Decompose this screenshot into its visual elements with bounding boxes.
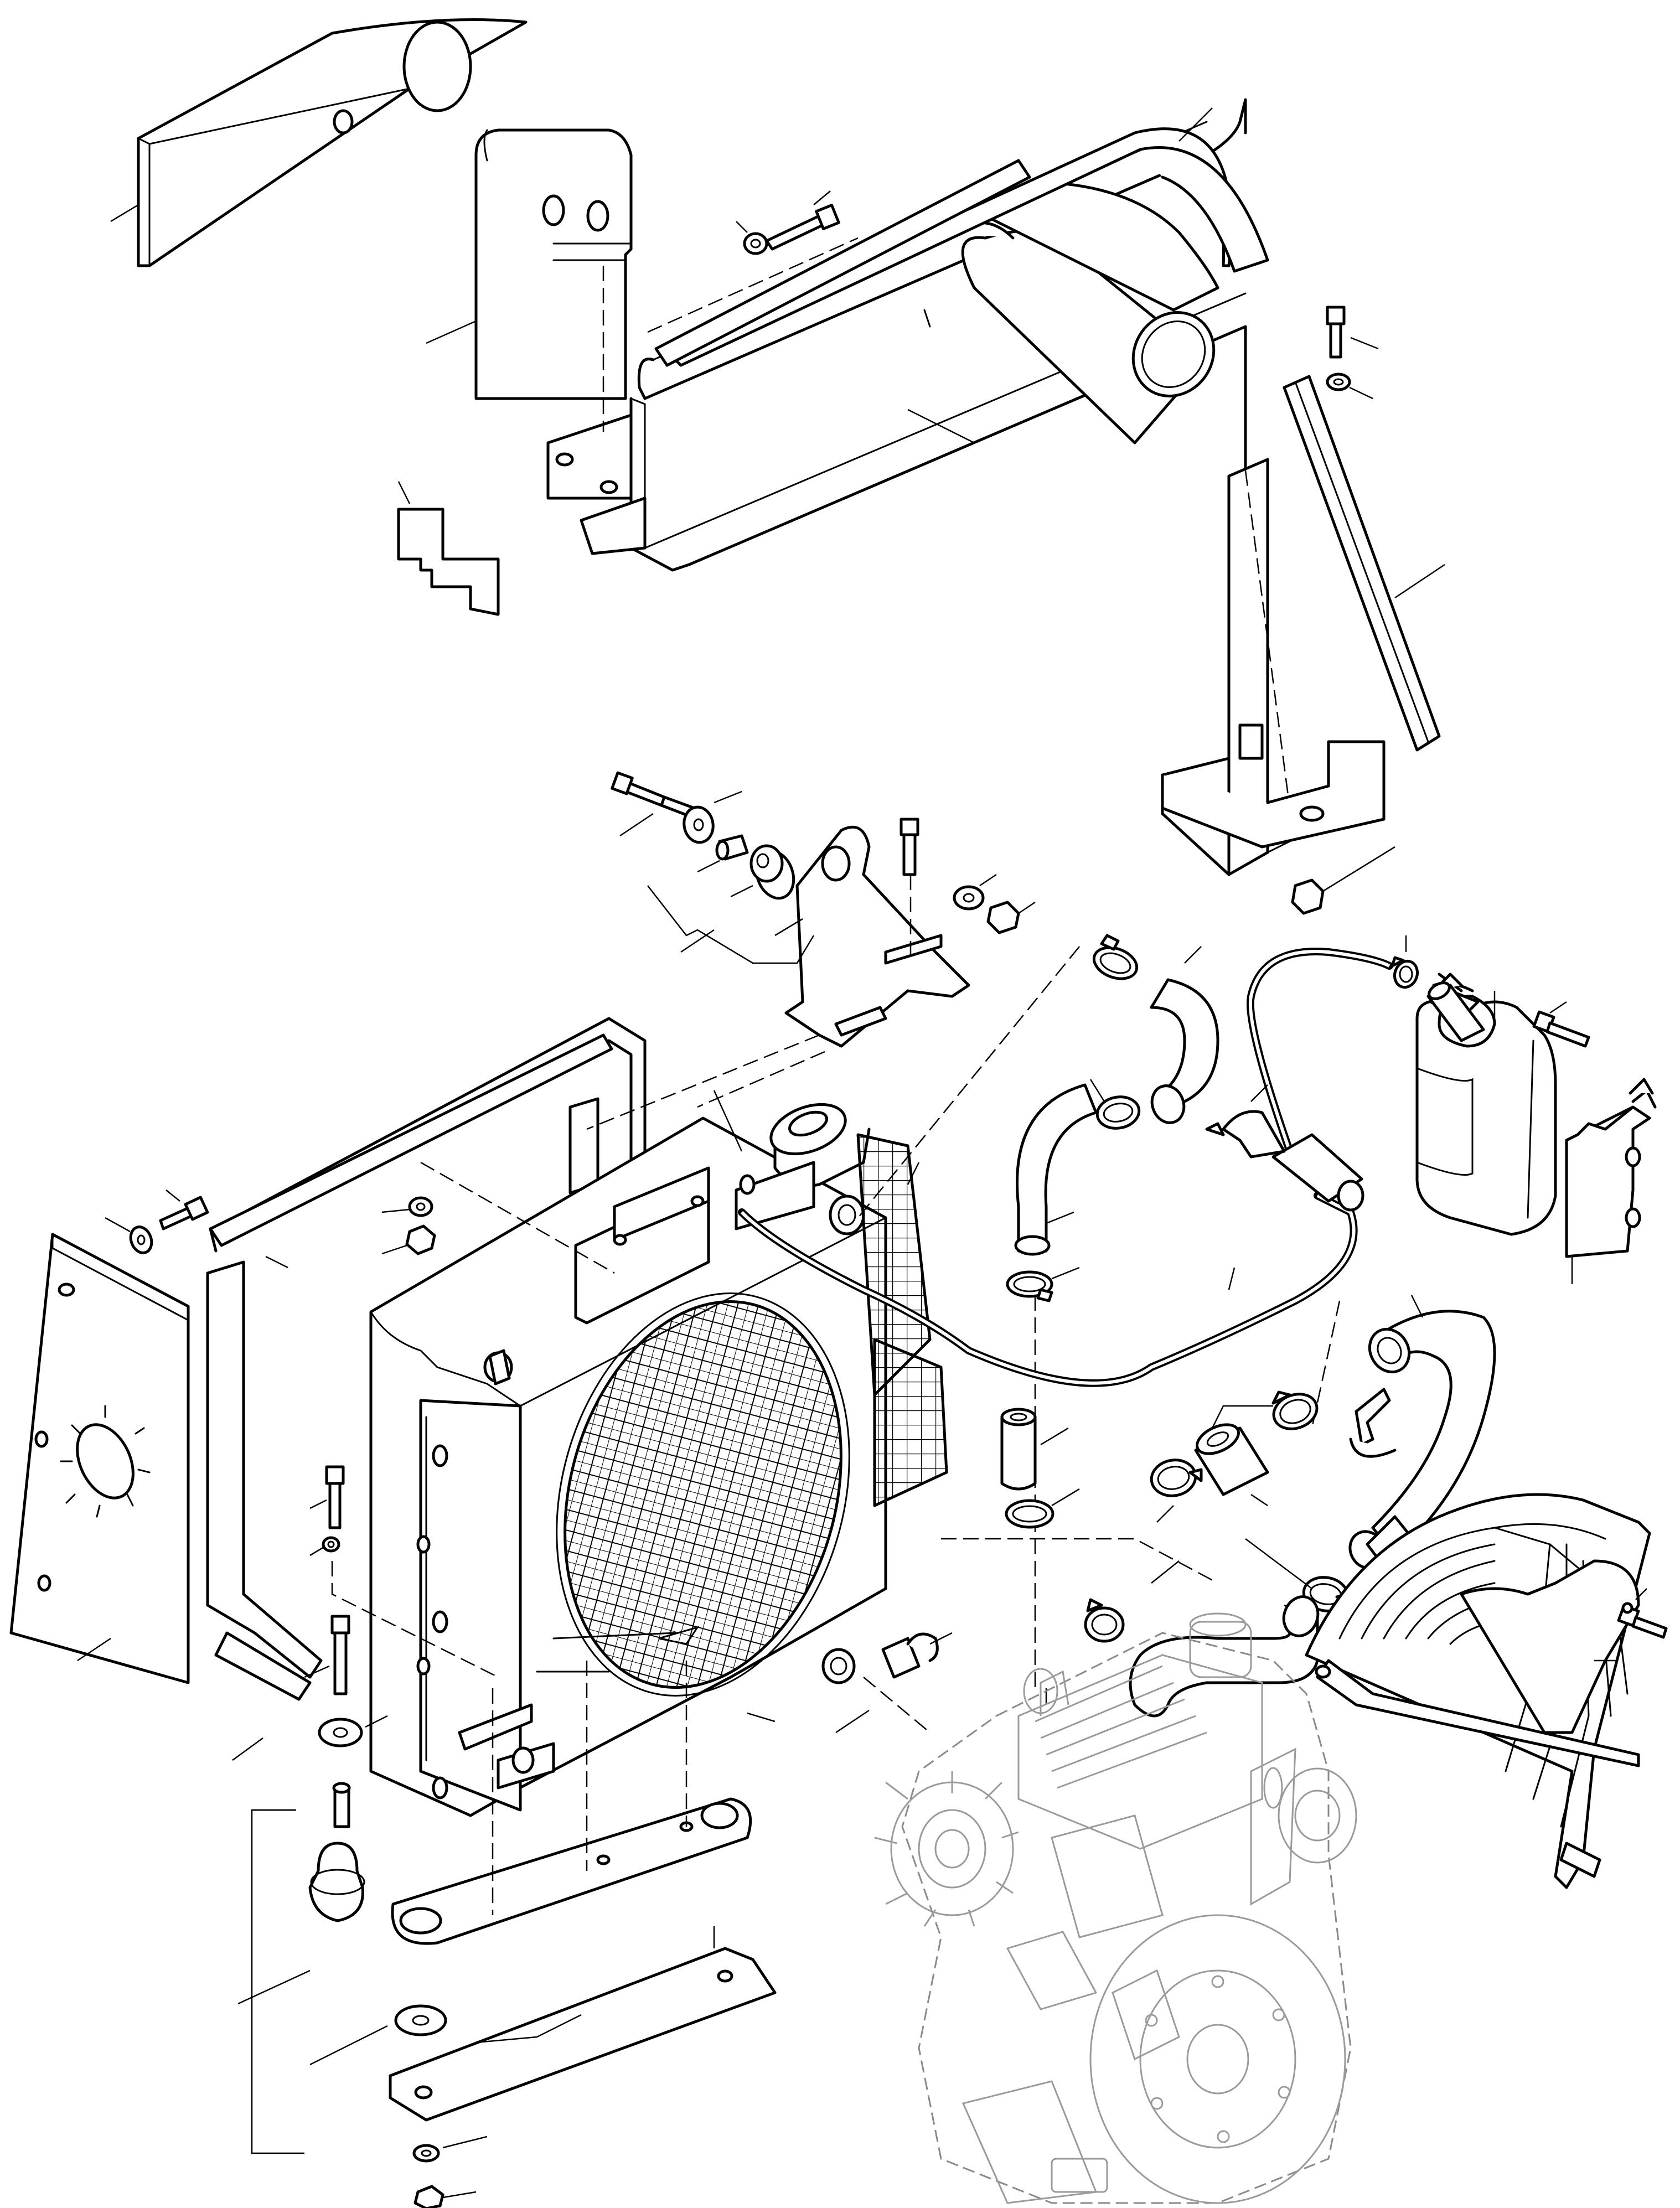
bolt-hanger (1326, 306, 1379, 359)
muffler-mount-plate (426, 128, 633, 400)
side-cover-plate (9, 1233, 190, 1684)
cover-plate-rivet-ring (60, 1405, 151, 1518)
exhaust-tailpipe-curve (663, 107, 1269, 367)
shim-plate (397, 481, 500, 616)
lower-mount-strap (389, 1926, 777, 2122)
lower-hose-clamp-lower (1150, 1459, 1203, 1523)
coolant-overflow-tank (1415, 973, 1557, 1236)
shroud-nut (381, 1224, 436, 1255)
radiator-washer-large (683, 790, 742, 844)
lower-hose-sleeve (1194, 1423, 1269, 1507)
shroud-mount-washer (309, 1536, 340, 1557)
lower-mount-bracket (391, 1797, 752, 1945)
fan-guard (1305, 1493, 1651, 1889)
seal-strip (209, 1033, 613, 1253)
bracket-nut (986, 901, 1036, 934)
overflow-hose-upper (1246, 948, 1393, 1212)
thermostat-hose (1014, 1083, 1098, 1256)
tank-mounting-bracket (1565, 1078, 1657, 1284)
radiator-lower-brace (458, 1626, 870, 1790)
mount-washer-lower (309, 2004, 447, 2066)
bracket-washer (953, 873, 997, 911)
shield-support-rail-left (654, 159, 1031, 367)
radiator-screen-mesh (856, 1133, 948, 1507)
engine-reference-ghost (874, 1612, 1357, 2204)
washer-shield-top (736, 221, 768, 255)
radiator-fan-grille (556, 1292, 850, 1697)
mount-washer-upper (318, 1715, 388, 1747)
tank-filler-nozzle (1426, 981, 1485, 1042)
radiator-spacer-sleeve (697, 834, 749, 873)
engine-hose-clamp-2 (1084, 1560, 1180, 1643)
washer-hanger (1326, 373, 1373, 400)
radiator-rubber-mount (730, 844, 795, 900)
radiator-top-tank (574, 1166, 710, 1325)
shroud-washer (381, 1196, 433, 1217)
radiator-side-bolt (159, 1190, 209, 1230)
shroud-mount-bolt (309, 1465, 345, 1529)
mount-spacer (332, 1782, 351, 1828)
engine-inlet-hose (1129, 1595, 1320, 1718)
shield-support-rail-right (1283, 375, 1445, 752)
thermostat-clamp (1006, 1266, 1080, 1302)
nut-hanger (1291, 846, 1395, 915)
overflow-clip (1205, 1084, 1286, 1159)
overflow-hose-clamp (1390, 935, 1419, 989)
top-heat-shield (110, 18, 528, 267)
mount-lockwasher (412, 2135, 488, 2163)
radiator-drain-valve (821, 1632, 953, 1733)
radiator-filler-neck (713, 1090, 871, 1235)
fan-guard-bolt (1617, 1588, 1668, 1639)
upper-hose-clamp-2 (1089, 1079, 1141, 1130)
radiator-bolt-long (611, 771, 699, 837)
mount-nut (413, 2185, 477, 2208)
overflow-line (738, 1192, 1358, 1387)
radiator-upper-bracket (647, 825, 970, 1048)
bolt-shield-top (765, 190, 840, 251)
bypass-sleeve (1000, 1408, 1069, 1491)
mount-rubber-isolator (308, 1842, 365, 1922)
hanger-foot (1161, 740, 1386, 849)
tank-bolt (1532, 1001, 1590, 1048)
upper-radiator-hose (1150, 946, 1219, 1124)
radiator-side-washer (105, 1217, 153, 1254)
bypass-clamp (1005, 1488, 1080, 1529)
mount-bracket-callout (237, 1809, 311, 2154)
upper-hose-clamp-1 (1092, 934, 1139, 980)
bracket-bolt-vertical (900, 818, 919, 963)
mount-bolt (304, 1615, 350, 1695)
lower-hose-clamp-upper (1211, 1390, 1319, 1430)
